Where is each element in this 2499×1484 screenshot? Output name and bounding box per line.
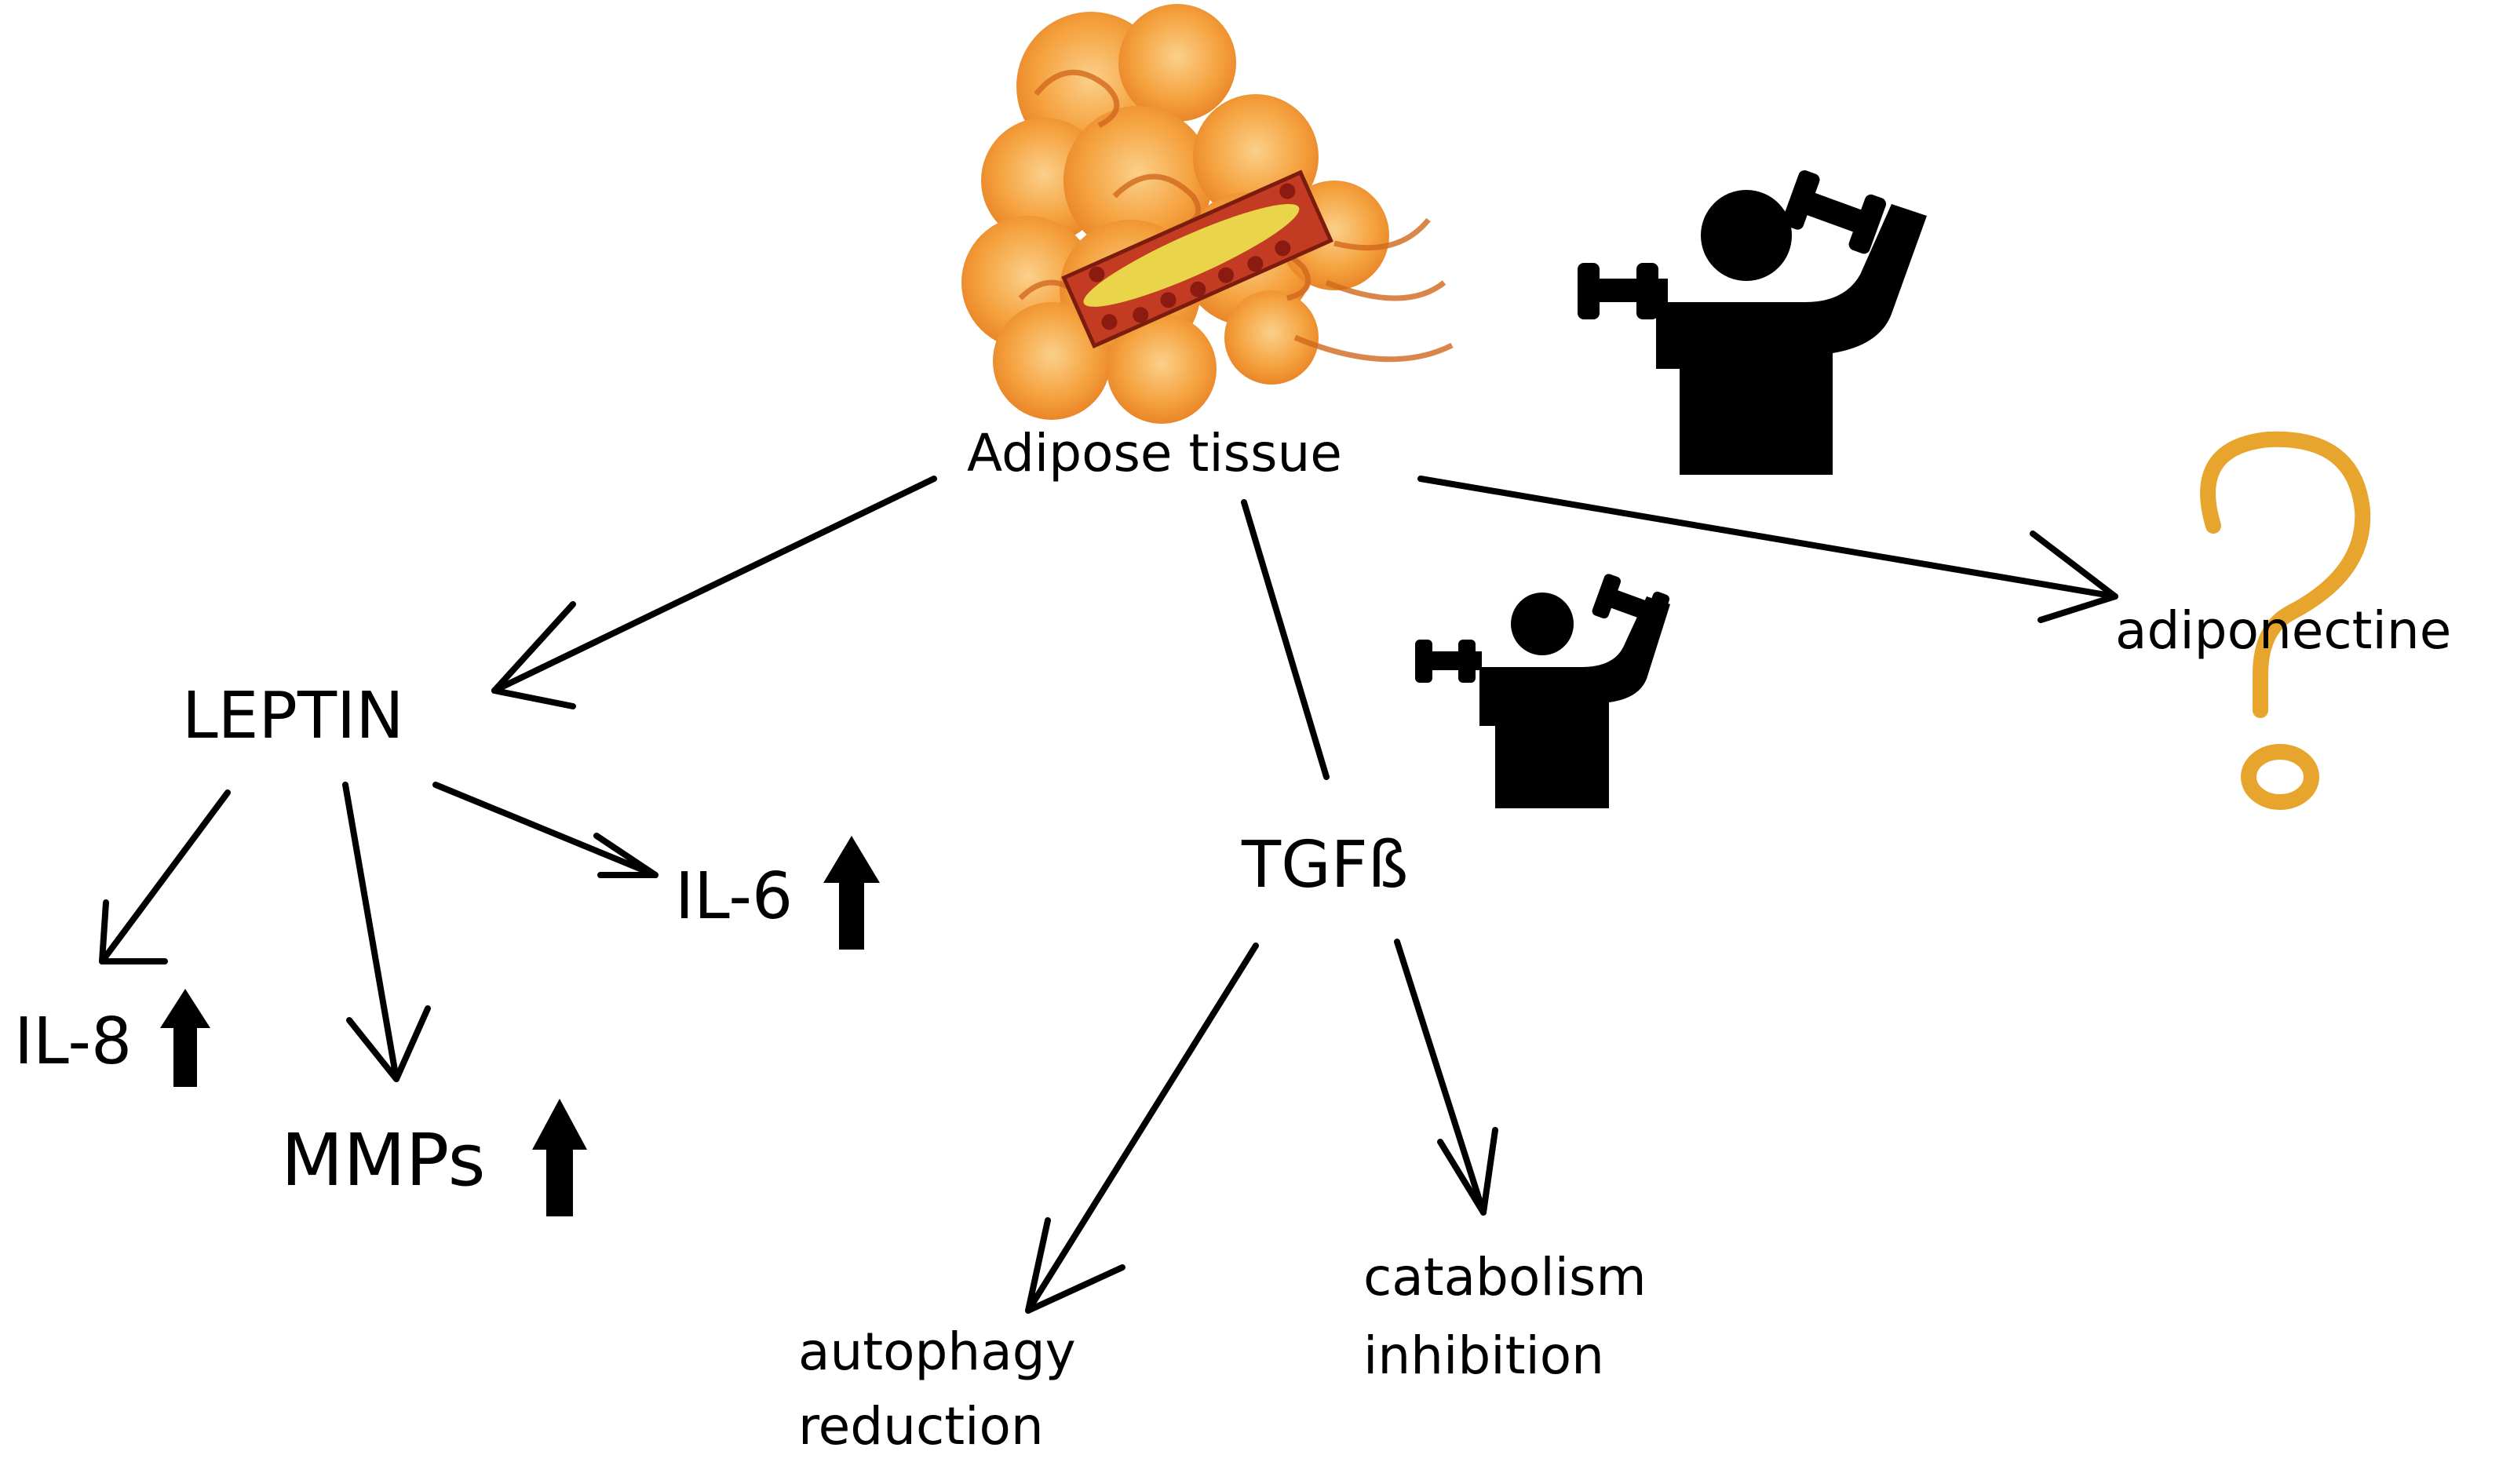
adiponectine-label: adiponectine <box>2115 600 2451 661</box>
arrow-tgfb-to-catabolism <box>1394 939 1498 1216</box>
person-lifting-dumbbells-icon <box>1578 170 1927 475</box>
adipose-tissue-label: Adipose tissue <box>967 423 1342 483</box>
leptin-label: LEPTIN <box>182 679 404 753</box>
person-lifting-dumbbells-icon <box>1415 574 1670 808</box>
catabolism-label-line1: catabolism <box>1363 1247 1647 1307</box>
arrow-leptin-to-mmps <box>342 782 431 1082</box>
arrow-adipose-to-leptin <box>491 476 937 709</box>
connector-arrows <box>99 476 2118 1314</box>
mmps-label: MMPs <box>281 1118 486 1202</box>
arrow-leptin-to-il8 <box>99 789 231 964</box>
up-arrow-icon-mmps <box>532 1099 587 1216</box>
arrow-leptin-to-il6 <box>432 782 658 878</box>
catabolism-label-line2: inhibition <box>1363 1325 1604 1386</box>
autophagy-label-line1: autophagy <box>798 1322 1076 1382</box>
adipose-tissue-illustration <box>961 4 1454 424</box>
up-arrow-icon-il8 <box>160 989 210 1087</box>
tgfb-label: TGFß <box>1241 828 1408 902</box>
arrow-adipose-to-adiponectine <box>1417 476 2118 623</box>
question-mark-icon <box>2200 431 2371 810</box>
arrow-tgfb-to-autophagy <box>1025 943 1259 1314</box>
up-arrow-icon-il6 <box>823 836 880 950</box>
il6-label: IL-6 <box>675 859 793 934</box>
autophagy-label-line2: reduction <box>798 1396 1044 1457</box>
il8-label: IL-8 <box>14 1005 132 1079</box>
line-adipose-to-tgfb <box>1241 499 1330 780</box>
